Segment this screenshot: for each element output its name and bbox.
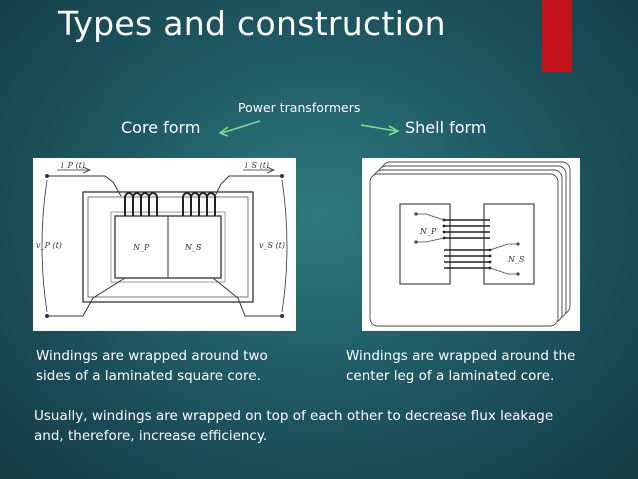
core-form-diagram: i_P (t) i_S (t) v_P (t) v_S (t) N_P N_S (33, 158, 296, 331)
shell-ns-label: N_S (507, 255, 525, 264)
footnote-line-2: and, therefore, increase efficiency. (34, 428, 268, 444)
efficiency-footnote: Usually, windings are wrapped on top of … (34, 406, 614, 446)
ip-label: i_P (t) (61, 161, 85, 170)
arrow-right-icon (360, 124, 400, 136)
np-label: N_P (132, 243, 150, 252)
core-form-caption: Windings are wrapped around two sides of… (36, 346, 316, 386)
shell-form-label: Shell form (405, 118, 487, 137)
footnote-line-1: Usually, windings are wrapped on top of … (34, 408, 554, 424)
ns-label: N_S (184, 243, 202, 252)
shell-caption-line-2: center leg of a laminated core. (346, 368, 555, 384)
core-caption-line-2: sides of a laminated square core. (36, 368, 261, 384)
core-caption-line-1: Windings are wrapped around two (36, 348, 268, 364)
vp-label: v_P (t) (36, 241, 62, 250)
red-accent-bar (542, 0, 572, 72)
slide-title: Types and construction (58, 4, 446, 43)
vs-label: v_S (t) (259, 241, 285, 250)
shell-form-caption: Windings are wrapped around the center l… (346, 346, 626, 386)
is-label: i_S (t) (245, 161, 269, 170)
shell-caption-line-1: Windings are wrapped around the (346, 348, 576, 364)
core-form-label: Core form (121, 118, 201, 137)
power-transformers-label: Power transformers (238, 100, 361, 115)
shell-np-label: N_P (419, 227, 437, 236)
shell-form-diagram: N_P N_S (362, 158, 580, 331)
arrow-left-icon (218, 120, 261, 137)
